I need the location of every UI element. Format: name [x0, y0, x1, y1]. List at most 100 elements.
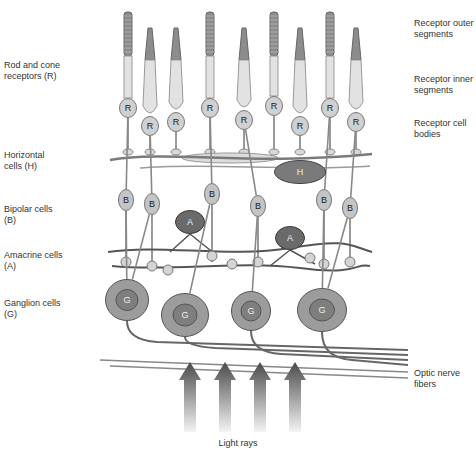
cell-body: B — [118, 189, 134, 211]
neural-connection — [132, 214, 149, 279]
neural-connection — [126, 118, 128, 189]
cone-outer-segment — [145, 28, 155, 60]
cell-letter: R — [207, 104, 214, 113]
disc-stripe — [124, 52, 132, 53]
disc-stripe — [124, 40, 132, 41]
disc-stripe — [124, 32, 132, 33]
disc-stripe — [326, 24, 334, 25]
cell-body: B — [316, 189, 332, 211]
cell-body: A — [275, 226, 305, 250]
disc-stripe — [326, 36, 334, 37]
bipolar-axon — [151, 215, 153, 262]
disc-stripe — [270, 52, 278, 53]
disc-stripe — [206, 24, 214, 25]
cell-shape — [119, 190, 134, 211]
cell-shape — [292, 117, 309, 136]
receptor-axon — [299, 136, 301, 150]
cell-body: R — [141, 116, 159, 136]
rod-outer-segment — [206, 12, 214, 56]
rod-outer-segment — [270, 12, 278, 56]
synaptic-terminal — [227, 259, 237, 269]
cell-body: G — [297, 288, 347, 332]
disc-stripe — [124, 24, 132, 25]
cell-letter: A — [287, 234, 293, 243]
cell-letter: R — [125, 104, 132, 113]
cell-letter: B — [123, 196, 129, 205]
ganglion-axon — [251, 331, 408, 360]
receptor-axon — [243, 130, 245, 150]
part-label: Light rays — [203, 438, 273, 449]
cell-shape — [322, 99, 339, 118]
disc-stripe — [206, 28, 214, 29]
cell-letter: R — [353, 118, 360, 127]
cone-outer-segment — [239, 28, 249, 60]
part-label: Receptor cell bodies — [414, 118, 476, 140]
synaptic-terminal — [319, 259, 329, 269]
disc-stripe — [326, 52, 334, 53]
nucleus — [116, 290, 138, 311]
cell-shape — [236, 111, 253, 130]
disc-stripe — [270, 28, 278, 29]
nucleus — [173, 304, 197, 326]
cell-shape — [205, 184, 220, 205]
disc-stripe — [124, 36, 132, 37]
disc-stripe — [124, 48, 132, 49]
disc-stripe — [326, 20, 334, 21]
amacrine-plexus — [108, 243, 372, 252]
cell-letter: B — [347, 204, 353, 213]
synaptic-terminal — [305, 253, 315, 263]
ganglion-axon — [185, 337, 408, 355]
cell-body: B — [250, 195, 266, 217]
synaptic-terminal — [147, 261, 157, 271]
cell-letter: G — [247, 307, 254, 316]
disc-stripe — [270, 44, 278, 45]
cell-shape — [162, 294, 209, 337]
cell-body: R — [321, 98, 339, 118]
cell-body: B — [144, 193, 160, 215]
disc-stripe — [206, 52, 214, 53]
cell-shape — [251, 196, 266, 217]
synaptic-terminal — [207, 251, 217, 261]
cell-shape — [142, 117, 159, 136]
rod-inner-segment — [270, 56, 278, 96]
cell-letter: G — [123, 296, 130, 305]
cell-letter: G — [181, 311, 188, 320]
cell-letter: B — [321, 196, 327, 205]
nucleus — [310, 299, 335, 321]
rod-inner-segment — [206, 56, 214, 98]
disc-stripe — [326, 40, 334, 41]
cell-shape — [120, 99, 137, 118]
cell-shape — [276, 227, 305, 250]
cell-shape — [176, 211, 205, 234]
horizontal-fiber — [110, 154, 372, 160]
disc-stripe — [326, 32, 334, 33]
horizontal-fiber — [140, 166, 370, 168]
cell-letter: H — [297, 168, 304, 177]
part-label: Optic nerve fibers — [414, 368, 476, 390]
cone-outer-segment — [295, 28, 305, 60]
receptor-terminal — [269, 149, 279, 155]
part-label: Ganglion cells (G) — [4, 298, 64, 320]
disc-stripe — [124, 16, 132, 17]
cell-letter: B — [255, 202, 261, 211]
cell-body: R — [201, 98, 219, 118]
cell-letter: R — [241, 116, 248, 125]
disc-stripe — [270, 48, 278, 49]
cell-letter: R — [271, 102, 278, 111]
cell-shape — [202, 99, 219, 118]
neural-connection — [325, 118, 330, 189]
neural-connection — [351, 132, 356, 197]
cell-body: R — [167, 112, 185, 132]
neural-connection — [328, 218, 347, 288]
cell-letter: R — [173, 118, 180, 127]
cell-body: A — [175, 210, 205, 234]
cell-letter: A — [187, 218, 193, 227]
cone-inner-segment — [237, 60, 251, 107]
neural-connection — [252, 217, 257, 291]
cell-letter: B — [149, 200, 155, 209]
part-label: Horizontal cells (H) — [4, 150, 64, 172]
receptor-terminal — [295, 149, 305, 155]
disc-stripe — [326, 28, 334, 29]
cell-shape — [266, 97, 283, 116]
